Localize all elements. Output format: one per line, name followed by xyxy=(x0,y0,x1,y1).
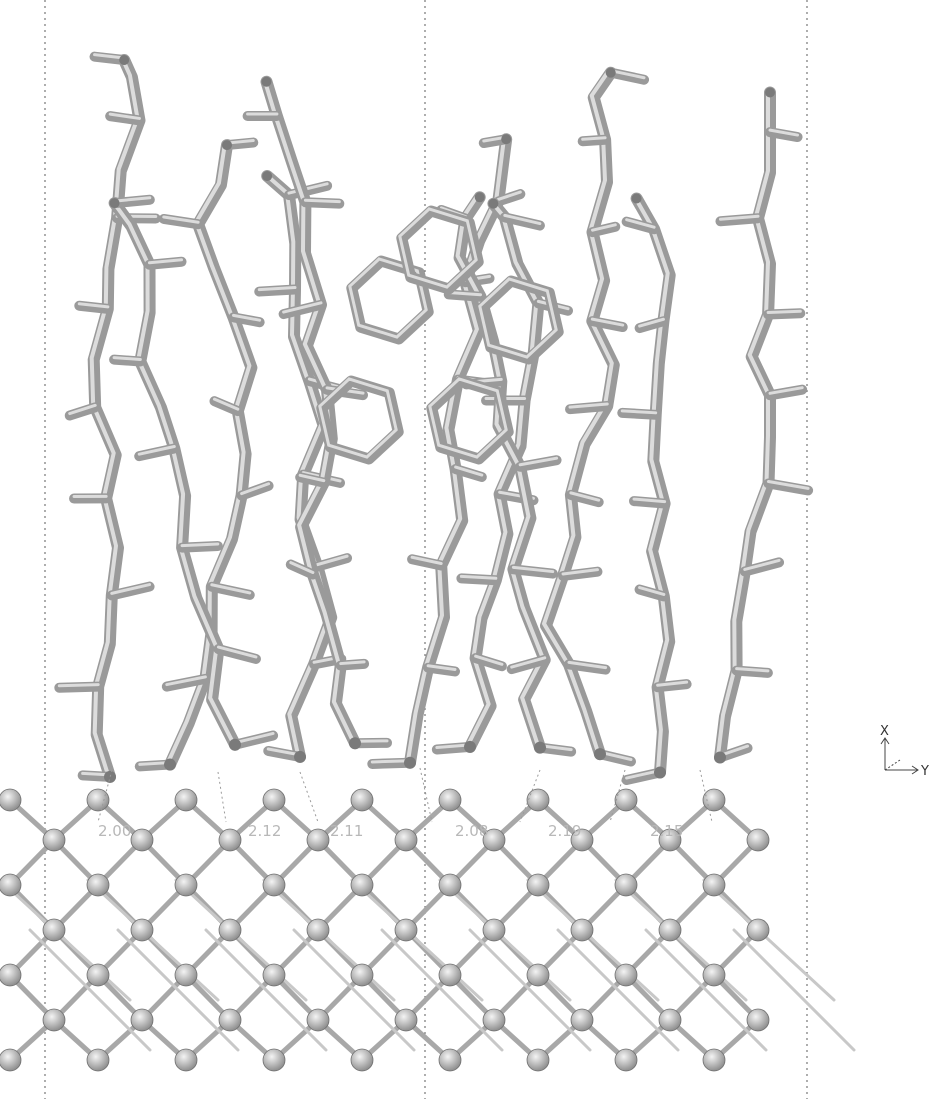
molecule-chain xyxy=(617,192,692,786)
molecule-ring xyxy=(346,255,434,345)
surface-struts xyxy=(0,878,856,1052)
adsorbed-molecules xyxy=(54,51,814,786)
molecule-chain xyxy=(436,191,577,757)
axis-z-line xyxy=(884,759,901,771)
axis-y-arrowhead xyxy=(911,765,919,775)
molecule-ring xyxy=(426,375,514,465)
bond-length-label-6: 2.15 xyxy=(650,822,683,840)
molecule-chain xyxy=(714,86,814,764)
oxide-surface-slab xyxy=(0,788,856,1072)
molecule-chain xyxy=(431,197,574,755)
bond-length-label-2: 2.12 xyxy=(248,822,281,840)
molecule-chain xyxy=(254,170,353,763)
axis-x-arrowhead xyxy=(880,737,890,745)
axis-indicator: X Y xyxy=(880,724,929,779)
molecule-chain xyxy=(540,66,650,767)
bond-length-label-3: 2.11 xyxy=(330,822,363,840)
molecule-chain xyxy=(108,194,279,751)
molecule-chain xyxy=(367,133,526,769)
bond-length-label-1: 2.00 xyxy=(98,822,131,840)
molecule-chain xyxy=(134,137,274,772)
cell-boundaries xyxy=(44,0,808,1099)
bond-length-labels: 2.00 2.12 2.11 2.08 2.19 2.15 xyxy=(98,822,683,840)
surface-atoms xyxy=(0,788,770,1072)
interface-bonds xyxy=(97,767,713,823)
molecule-ring xyxy=(316,375,404,465)
bond-length-label-5: 2.19 xyxy=(548,822,581,840)
molecule-ring xyxy=(396,205,484,295)
axis-y-label: Y xyxy=(920,764,929,779)
molecule-ring xyxy=(476,275,564,365)
bond-length-label-4: 2.08 xyxy=(455,822,488,840)
molecule-chain xyxy=(54,51,161,783)
axis-x-label: X xyxy=(880,724,889,739)
